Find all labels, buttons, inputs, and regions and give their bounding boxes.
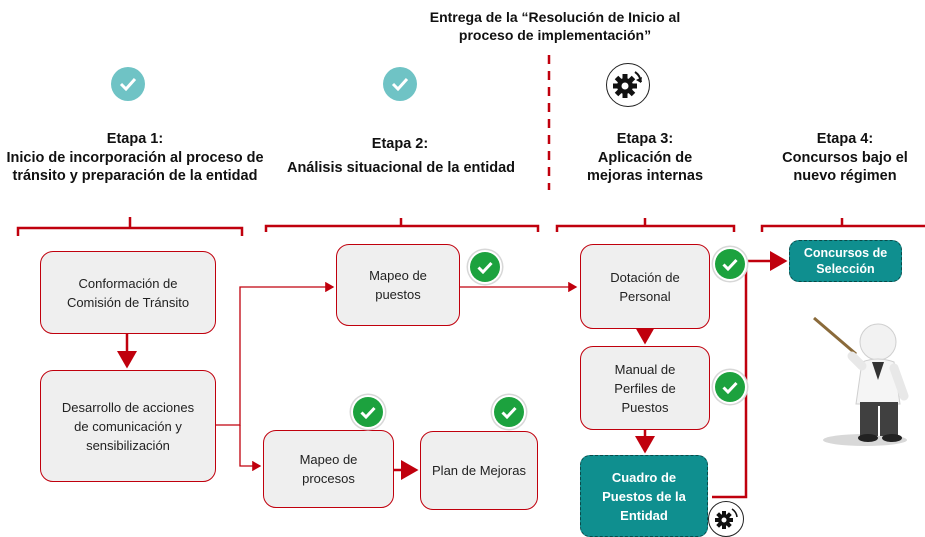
- box-manual-perfiles: Manual de Perfiles de Puestos: [580, 346, 710, 430]
- check-circle-icon: [715, 372, 745, 402]
- box-cuadro-puestos: Cuadro de Puestos de la Entidad: [580, 455, 708, 537]
- stage2-title: Etapa 2:: [371, 136, 429, 152]
- stage3-title: Etapa 3:: [616, 131, 674, 147]
- stage1-title: Etapa 1:: [106, 131, 164, 147]
- stage4-title: Etapa 4:: [816, 131, 874, 147]
- stage3-subtitle: Aplicación de mejoras internas: [586, 150, 704, 184]
- box-plan-mejoras: Plan de Mejoras: [420, 431, 538, 510]
- stage1-brace: [16, 217, 244, 236]
- check-circle-icon: [470, 252, 500, 282]
- check-circle-icon: [715, 249, 745, 279]
- stage2-subtitle: Análisis situacional de la entidad: [286, 160, 516, 176]
- stage4-brace: [760, 218, 925, 232]
- gear-refresh-icon: [606, 63, 650, 107]
- box-mapeo-procesos: Mapeo de procesos: [263, 430, 394, 508]
- presenter-figure-icon: [813, 316, 909, 446]
- arrow-cuadro-concursos: [712, 251, 788, 499]
- stage1-subtitle: Inicio de incorporación al proceso de tr…: [6, 150, 264, 184]
- box-mapeo-puestos: Mapeo de puestos: [336, 244, 460, 326]
- top-note: Entrega de la “Resolución de Inicio al p…: [429, 9, 681, 43]
- check-circle-soft-icon: [111, 67, 145, 101]
- box-concursos: Concursos de Selección: [789, 240, 902, 282]
- gear-refresh-icon: [708, 501, 744, 537]
- box-conformacion: Conformación de Comisión de Tránsito: [40, 251, 216, 334]
- box-desarrollo: Desarrollo de acciones de comunicación y…: [40, 370, 216, 482]
- check-circle-soft-icon: [383, 67, 417, 101]
- arrow-desarrollo-split: [216, 281, 335, 426]
- check-circle-icon: [353, 397, 383, 427]
- stage4-subtitle: Concursos bajo el nuevo régimen: [782, 150, 908, 184]
- stage3-brace: [555, 218, 736, 232]
- stage2-brace: [264, 218, 540, 232]
- arrow-split-mapeo-procesos: [239, 425, 262, 472]
- check-circle-icon: [494, 397, 524, 427]
- box-dotacion: Dotación de Personal: [580, 244, 710, 329]
